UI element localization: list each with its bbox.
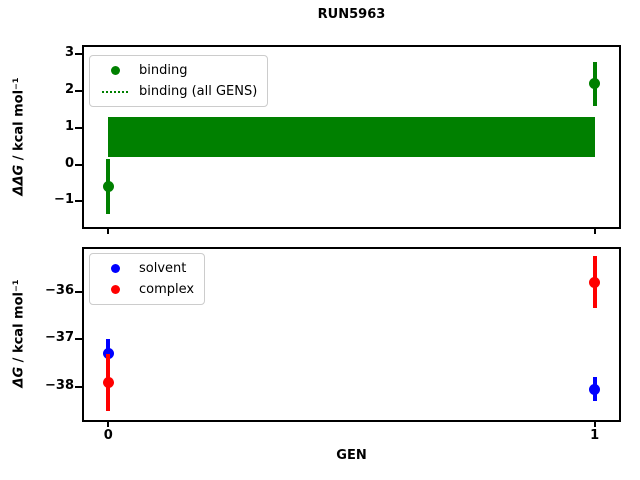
y-tick	[75, 338, 82, 341]
legend-marker-box	[98, 285, 132, 294]
x-tick	[107, 420, 110, 427]
ddg-subplot-axes: binding binding (all GENS) 3 2 1 0 −1	[54, 45, 621, 234]
figure-title: RUN5963	[317, 7, 386, 22]
y-tick-label: −37	[45, 330, 74, 346]
binding-dot-icon	[110, 66, 120, 75]
legend-label-complex: complex	[139, 282, 195, 297]
x-tick	[593, 420, 596, 427]
x-tick	[107, 227, 110, 234]
legend-marker-box	[98, 264, 132, 273]
legend-marker-box	[98, 66, 132, 75]
y-tick	[75, 126, 82, 129]
y-tick	[75, 90, 82, 93]
binding-all-gens-dotted-line-icon	[102, 90, 128, 93]
solvent-dot-icon	[110, 264, 120, 273]
y-tick	[75, 290, 82, 293]
ddg-axis-label: ΔΔG / kcal mol⁻¹	[11, 37, 28, 237]
dg-symbol: ΔG	[11, 366, 27, 388]
dg-subplot-axes: solvent complex −36 −37 −38 0 1	[45, 247, 621, 443]
y-tick-label: 1	[64, 118, 74, 134]
complex-dot-icon	[110, 285, 120, 294]
dg-legend: solvent complex	[89, 253, 206, 305]
data-point-solvent	[589, 383, 601, 395]
legend-label-binding-all-gens: binding (all GENS)	[139, 84, 258, 99]
y-tick	[75, 385, 82, 388]
y-tick-label: −38	[45, 377, 74, 393]
y-tick	[75, 200, 82, 203]
dg-axis-label: ΔG / kcal mol⁻¹	[11, 234, 28, 434]
legend-label-solvent: solvent	[139, 261, 187, 276]
y-tick-label: −36	[45, 282, 74, 298]
x-tick-label: 1	[590, 428, 600, 443]
legend-item-solvent: solvent	[98, 258, 194, 279]
ddg-legend: binding binding (all GENS)	[89, 55, 269, 107]
ddg-units: / kcal mol⁻¹	[11, 77, 27, 165]
data-point-complex	[589, 276, 601, 288]
confidence-band	[108, 116, 595, 158]
data-point-binding	[102, 181, 114, 193]
y-tick-label: 2	[64, 82, 74, 98]
ddg-symbol: ΔΔG	[11, 164, 27, 196]
x-tick-label: 0	[103, 428, 113, 443]
x-tick	[593, 227, 596, 234]
legend-item-binding: binding	[98, 60, 257, 81]
legend-label-binding: binding	[139, 63, 188, 78]
data-point-complex	[102, 376, 114, 388]
y-tick-label: 3	[64, 45, 74, 61]
dg-units: / kcal mol⁻¹	[11, 279, 27, 367]
y-tick-label: 0	[64, 155, 74, 171]
y-tick	[75, 53, 82, 56]
data-point-binding	[589, 78, 601, 90]
y-tick-label: −1	[54, 192, 74, 208]
legend-item-complex: complex	[98, 279, 194, 300]
y-tick	[75, 163, 82, 166]
legend-marker-box	[98, 90, 132, 93]
legend-item-binding-all-gens: binding (all GENS)	[98, 81, 257, 102]
gen-axis-label: GEN	[336, 448, 367, 463]
